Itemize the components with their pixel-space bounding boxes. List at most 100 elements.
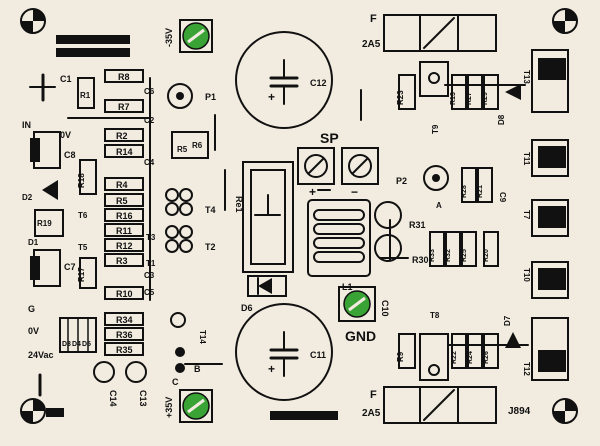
diode-d8 (505, 84, 521, 100)
resistor-r20 (483, 231, 499, 267)
d7-label: D7 (503, 315, 512, 326)
r6-label: R6 (192, 141, 203, 150)
resistor-r24 (467, 333, 483, 369)
r31-label: R31 (409, 220, 426, 230)
resistor-r13 (451, 74, 467, 110)
trimpot-p1 (167, 83, 193, 109)
r16-label: R16 (116, 211, 133, 221)
r21-label: R21 (477, 185, 484, 198)
resistor-r12 (104, 238, 144, 252)
resistor-r10 (104, 286, 144, 300)
c7-label: C7 (64, 262, 76, 272)
registration-marks (20, 8, 578, 424)
t7-label: T7 (522, 210, 531, 220)
pin-c-dot (175, 363, 185, 373)
c11-plus: + (268, 362, 275, 376)
r24-label: R24 (467, 351, 474, 364)
c12-plus: + (268, 90, 275, 104)
r12-label: R12 (116, 241, 133, 251)
r33-label: R33 (429, 249, 436, 262)
fuse-top-label: F (370, 13, 377, 25)
transistor-t9 (419, 61, 449, 97)
t6-label: T6 (78, 211, 88, 220)
terminal-gnd (338, 286, 376, 322)
resistor-r4 (104, 177, 144, 191)
resistor-r31-body (374, 201, 402, 229)
resistor-r22 (451, 333, 467, 369)
fuse-bottom (383, 386, 497, 424)
c10-label: C10 (380, 300, 390, 317)
transistor-t13 (531, 49, 569, 113)
t13-label: T13 (522, 70, 531, 84)
r13-label: R13 (450, 92, 457, 105)
terminal-pos35v (179, 389, 213, 423)
diode-d7 (505, 332, 521, 348)
capacitor-c12 (235, 31, 333, 129)
sp-label: SP (320, 130, 339, 146)
resistor-r16 (104, 208, 144, 222)
c9-label: C9 (498, 192, 507, 203)
pin-b-dot (175, 347, 185, 357)
inductor-l1 (307, 199, 371, 277)
fuse-top (383, 14, 497, 52)
d5-label: D5 (82, 341, 91, 348)
r20-label: R20 (483, 249, 490, 262)
c3-label: C3 (144, 271, 155, 280)
resistor-r26 (483, 333, 499, 369)
r4-label: R4 (116, 180, 128, 190)
resistor-r33 (429, 231, 445, 267)
t1-label: T1 (146, 259, 156, 268)
r28-label: R28 (461, 185, 468, 198)
resistor-r2 (104, 128, 144, 142)
r9-label: R9 (396, 351, 405, 362)
diode-d6 (247, 275, 287, 297)
c1-label: C1 (60, 74, 72, 84)
r18-label: R18 (77, 173, 86, 188)
fuse-bottom-rating: 2A5 (362, 408, 381, 419)
r5-label: R5 (116, 196, 128, 206)
r10-label: R10 (116, 289, 133, 299)
c14-label: C14 (108, 390, 118, 407)
capacitor-c13-body (125, 361, 147, 383)
t10-label: T10 (522, 268, 531, 282)
resistor-r30-body (374, 234, 402, 262)
re1-label: Re1 (234, 196, 244, 213)
resistor-r14 (104, 144, 144, 158)
transistor-t7 (531, 199, 569, 237)
resistor-r34 (104, 312, 144, 326)
c13-label: C13 (138, 390, 148, 407)
r26-label: R26 (483, 351, 490, 364)
l1-label: L1 (342, 282, 353, 292)
resistor-r25 (461, 231, 477, 267)
resistor-r29 (483, 74, 499, 110)
resistor-r21 (477, 167, 493, 203)
r23-label: R23 (396, 90, 405, 105)
r25-label: R25 (461, 249, 468, 262)
resistor-r18 (79, 159, 97, 195)
t2-label: T2 (205, 242, 216, 252)
diode-d2 (42, 180, 58, 200)
t5-label: T5 (78, 243, 88, 252)
r30-label: R30 (412, 255, 429, 265)
r22-label: R22 (451, 351, 458, 364)
sp-plus-label: + (309, 185, 316, 199)
t9-label: T9 (431, 124, 440, 134)
r2-label: R2 (116, 131, 128, 141)
t12-label: T12 (522, 362, 531, 376)
zero-top-label: 0V (60, 130, 71, 140)
p1-label: P1 (205, 92, 216, 102)
neg35v-label: -35V (164, 28, 174, 47)
d3-label: D3 (62, 341, 71, 348)
r27-label: R27 (466, 92, 473, 105)
r36-label: R36 (116, 330, 133, 340)
d2-label: D2 (22, 193, 33, 202)
t3-label: T3 (146, 233, 156, 242)
diode-bridge (59, 317, 97, 353)
resistor-r36 (104, 327, 144, 341)
r5b-label: R5 (177, 145, 188, 154)
resistor-r28 (461, 167, 477, 203)
transistor-t8 (419, 333, 449, 381)
transistor-t10 (531, 261, 569, 299)
r19-label: R19 (37, 219, 52, 228)
resistor-r35 (104, 342, 144, 356)
